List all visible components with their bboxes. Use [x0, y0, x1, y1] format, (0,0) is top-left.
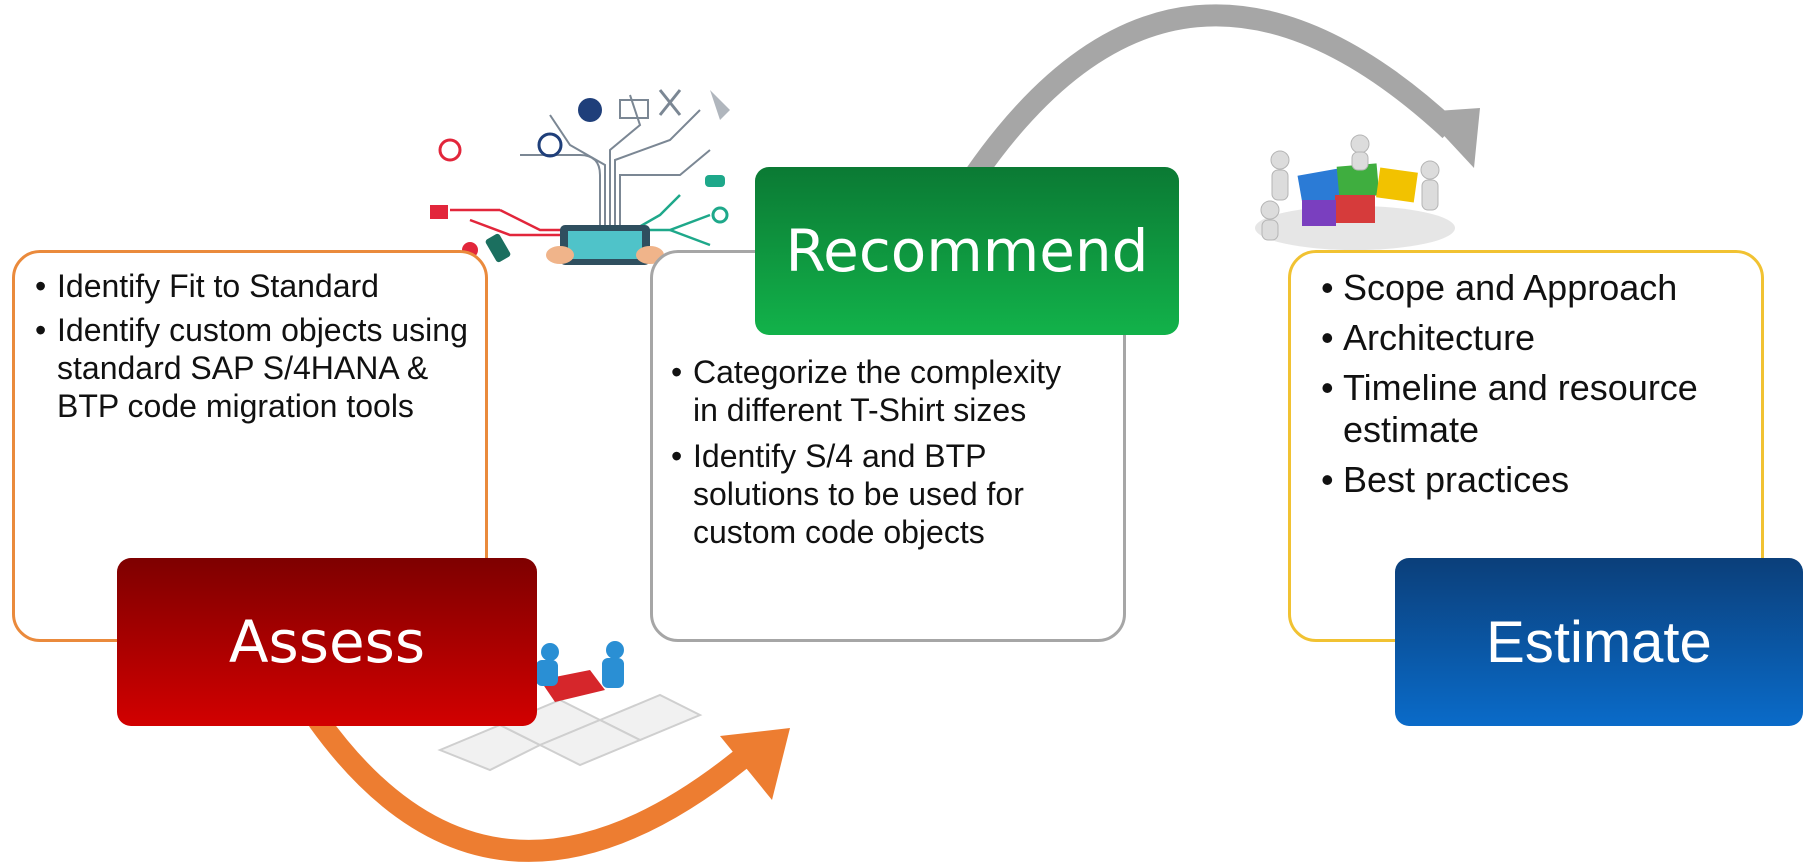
- gray-arrowhead: [1422, 108, 1480, 168]
- recommend-label-box: Recommend: [755, 167, 1179, 335]
- recommend-label: Recommend: [785, 217, 1149, 285]
- recommend-bullet-1: Categorize the complexity in different T…: [671, 353, 1093, 429]
- assess-bullet-1: Identify Fit to Standard: [35, 267, 477, 305]
- assess-bullet-list: Identify Fit to Standard Identify custom…: [35, 267, 477, 425]
- recommend-bullet-2: Identify S/4 and BTP solutions to be use…: [671, 437, 1093, 551]
- puzzle-team-illustration: [1240, 130, 1470, 250]
- estimate-label: Estimate: [1486, 609, 1712, 675]
- technology-network-illustration: ♫: [410, 55, 770, 265]
- assess-bullet-2: Identify custom objects using standard S…: [35, 311, 477, 425]
- puzzle-people-illustration: [430, 630, 720, 780]
- assess-label: Assess: [228, 608, 426, 676]
- estimate-bullet-list: Scope and Approach Architecture Timeline…: [1321, 267, 1753, 501]
- estimate-label-box: Estimate: [1395, 558, 1803, 726]
- assess-label-box: Assess: [117, 558, 537, 726]
- estimate-bullet-3: Timeline and resource estimate: [1321, 367, 1753, 451]
- estimate-bullet-1: Scope and Approach: [1321, 267, 1753, 309]
- orange-arrowhead: [720, 728, 790, 800]
- recommend-bullet-list: Categorize the complexity in different T…: [671, 353, 1093, 551]
- estimate-bullet-2: Architecture: [1321, 317, 1753, 359]
- estimate-bullet-4: Best practices: [1321, 459, 1753, 501]
- gray-curved-arrow: [965, 4, 1458, 182]
- orange-curved-arrow: [309, 713, 747, 862]
